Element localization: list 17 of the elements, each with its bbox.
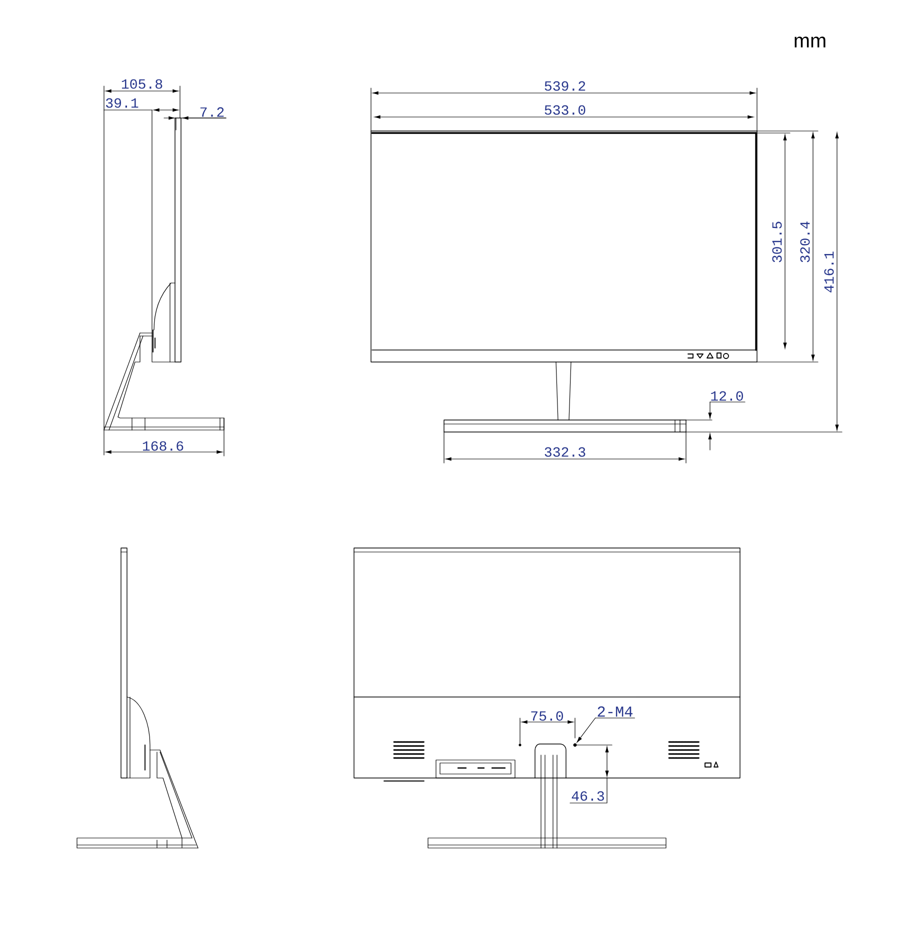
dimension-text: 168.6 — [142, 441, 184, 451]
dimension-text: 12.0 — [711, 391, 743, 401]
dimension-text: 533.0 — [544, 105, 586, 115]
screw-hole — [573, 743, 577, 747]
leader-line — [576, 718, 596, 742]
dimension-text: 332.3 — [544, 447, 586, 457]
dimension-text: 39.1 — [106, 98, 138, 108]
unit-label: mm — [794, 36, 826, 48]
dimension-text: 105.8 — [122, 79, 162, 89]
dimension-text: 46.3 — [572, 791, 604, 801]
dimension-text: 301.5 — [772, 222, 782, 262]
dimension-text: 539.2 — [544, 81, 586, 91]
dimension-text: 75.0 — [531, 711, 563, 721]
dimension-text: 320.4 — [800, 222, 810, 262]
dimension-text: 7.2 — [200, 107, 224, 117]
callout-text: 2-M4 — [595, 706, 635, 718]
dimension-text: 416.1 — [824, 252, 834, 292]
